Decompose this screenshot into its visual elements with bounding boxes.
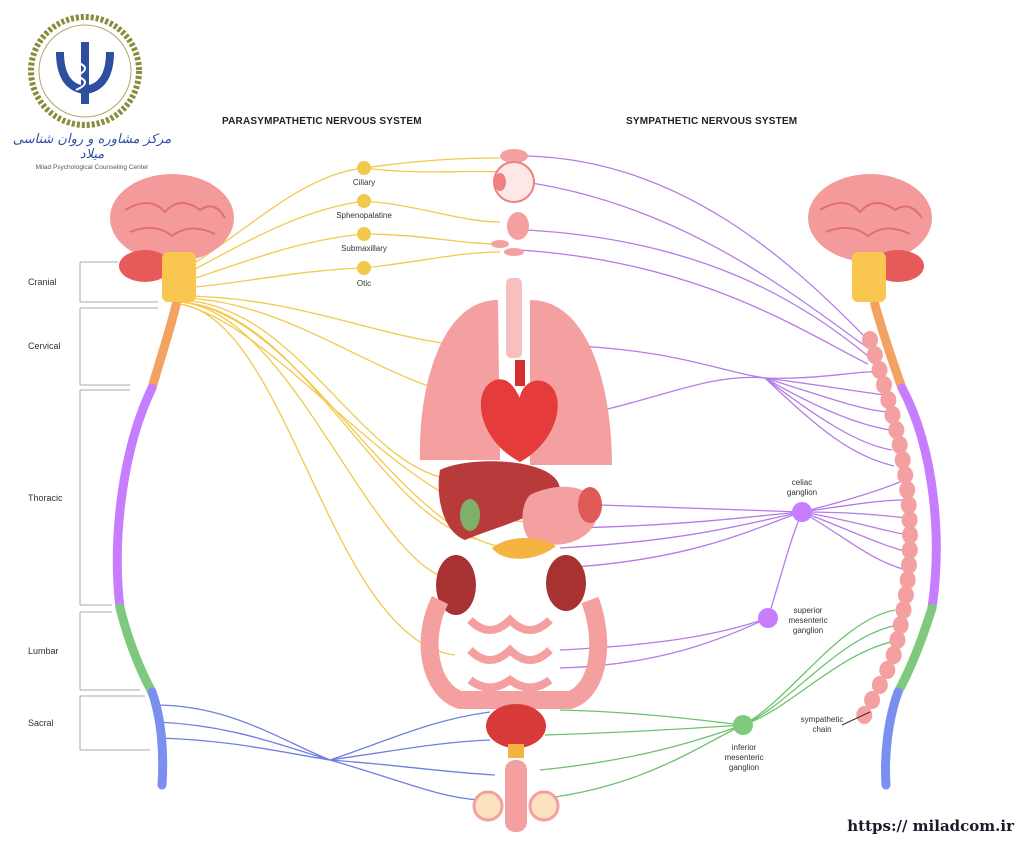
chain-ganglion-bead [901,556,917,574]
ganglion-label-otic: Otic [356,279,372,288]
chain-ganglion-bead [879,661,896,679]
chain-ganglion-bead [864,691,881,709]
otic-ganglion [357,261,371,275]
sphenopalatine-ganglion [357,194,371,208]
trachea-icon [506,278,522,358]
chain-ganglion-bead [871,676,888,694]
chain-ganglion-bead [899,571,916,589]
salivary-gland-icon [491,212,529,256]
chain-ganglion-bead [884,406,901,424]
bladder-icon [486,704,546,758]
label-superior-mesenteric-ganglion: superior mesenteric ganglion [788,606,828,635]
chain-ganglion-bead [866,346,883,364]
chain-ganglion-bead [901,511,918,529]
intestines-icon [420,595,608,709]
segment-brackets [79,261,158,751]
segment-label-lumbar: Lumbar [28,646,59,656]
label-sympathetic-chain: sympathetic chain [800,715,844,734]
chain-ganglion-bead [891,436,908,454]
chain-ganglion-bead [880,391,897,409]
eye-top-icon [493,149,535,203]
right-cord-segment-lumbar [893,603,937,697]
logo-english-text: Milad Psychological Counseling Center [35,164,149,171]
parasympathetic-nerves [179,157,591,656]
heart-icon [480,360,558,462]
sympathetic-nerves [509,155,909,669]
inferior-mesenteric-ganglion [733,715,753,735]
logo-emblem-icon [28,14,142,128]
right-cord-segment-sacral [881,687,903,790]
chain-ganglion-bead [902,526,918,544]
right-brain-icon [808,174,932,302]
segment-label-thoracic: Thoracic [28,493,63,503]
chain-ganglion-bead [862,331,878,349]
chain-ganglion-bead [897,586,914,604]
chain-ganglion-bead [899,481,916,499]
segment-label-cranial: Cranial [28,277,57,287]
label-celiac-ganglion: celiac ganglion [786,478,818,497]
left-cord-segment-lumbar [115,603,157,697]
reproductive-organs-icon [472,760,560,832]
ganglion-label-ciliary: Ciliary [352,178,376,187]
chain-ganglion-bead [894,451,911,469]
stomach-icon [492,486,602,559]
label-inferior-mesenteric-ganglion: inferior mesenteric ganglion [724,743,764,772]
ciliary-ganglion [357,161,371,175]
ganglion-nodes [357,161,812,735]
chain-ganglion-bead [897,466,914,484]
left-cord-segment-thoracic [112,383,157,613]
kidneys-icon [436,555,586,615]
lumbar-nerves [529,609,901,801]
submaxillary-ganglion [357,227,371,241]
chain-ganglion-bead [889,631,906,649]
left-brain-icon [110,174,234,302]
chain-ganglion-bead [885,646,902,664]
chain-ganglion-bead [892,616,909,634]
parasympathetic-header: PARASYMPATHETIC NERVOUS SYSTEM [222,116,422,127]
left-cord-segment-cervical [147,300,181,393]
sympathetic-chain [856,331,918,724]
logo-persian-text: مرکز مشاوره و روان شناسی میلاد [12,132,172,162]
ganglion-label-submaxillary: Submaxillary [341,244,387,253]
footer-url: https:// miladcom.ir [847,817,1014,835]
celiac-ganglion [792,502,812,522]
left-cord-segment-sacral [147,687,168,790]
chain-ganglion-bead [895,601,912,619]
liver-icon [438,461,560,540]
chain-ganglion-bead [901,541,918,559]
superior-mesenteric-ganglion [758,608,778,628]
ganglion-label-sphenopalatine: Sphenopalatine [336,211,392,220]
right-cord-segment-thoracic [897,383,941,613]
chain-pointer [841,711,871,726]
chain-ganglion-bead [871,361,888,379]
left-spinal-cord [112,275,185,790]
chain-ganglion-bead [876,376,892,394]
segment-label-sacral: Sacral [28,718,54,728]
segment-label-cervical: Cervical [28,341,61,351]
chain-ganglion-bead [900,496,917,514]
right-cord-segment-cervical [870,300,907,393]
sympathetic-header: SYMPATHETIC NERVOUS SYSTEM [626,116,798,127]
chain-ganglion-bead [888,421,905,439]
sacral-nerves [154,704,496,801]
logo-text: مرکز مشاوره و روان شناسی میلاد Milad Psy… [12,132,172,171]
